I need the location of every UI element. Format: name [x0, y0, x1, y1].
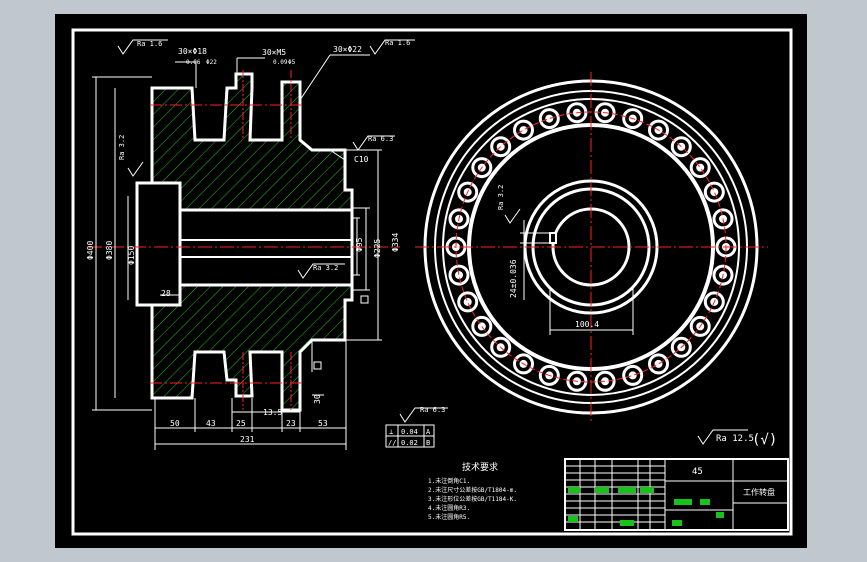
drawing-border	[71, 28, 793, 536]
diameter-95: Φ95	[355, 237, 364, 252]
bolt-hole-core	[710, 188, 719, 197]
ra-top-left-label: Ra 1.6	[137, 40, 162, 48]
slot1-reference: Φ22	[206, 59, 217, 66]
bolt-hole-core	[477, 322, 486, 331]
slot2-reference: Φ5	[288, 59, 296, 66]
check-mark-symbol: (√)	[752, 432, 777, 448]
key-width-dimension: 24±0.036	[509, 259, 518, 298]
bolt-hole-core	[463, 297, 472, 306]
ra-face-label: Ra 6.3	[368, 135, 393, 143]
ra-general-label: Ra 12.5	[716, 434, 754, 444]
slot3-dimension: 30×Φ22	[333, 45, 362, 54]
diameter-380: Φ380	[105, 241, 114, 260]
note-line-2: 2.未注尺寸公差按GB/T1804-m.	[428, 486, 517, 494]
surface-finish-symbols	[117, 39, 748, 445]
dim-231: 231	[240, 435, 255, 444]
chamfer-label: C10	[354, 155, 369, 164]
bolt-hole-core	[455, 271, 463, 280]
slot1-tolerance: 0.06	[186, 59, 201, 66]
tol-row1-datum: A	[426, 428, 431, 436]
dim-23: 23	[286, 419, 296, 428]
note-line-3: 3.未注形位公差按GB/T1184-K.	[428, 495, 517, 503]
tol-row2-datum: B	[426, 439, 430, 447]
note-line-4: 4.未注圆角R3.	[428, 504, 470, 512]
section-view	[88, 70, 400, 412]
lower-section-half	[135, 283, 354, 412]
tol-row2-value: 0.02	[401, 439, 418, 447]
ra-bottom-label: Ra 6.3	[420, 406, 445, 414]
bolt-hole-core	[628, 371, 637, 380]
technical-notes: 技术要求 1.未注倒角C1. 2.未注尺寸公差按GB/T1804-m. 3.未注…	[428, 461, 517, 521]
title-block: 45 工作转盘	[564, 458, 789, 531]
dim-30: 30	[313, 394, 322, 404]
left-recess	[135, 181, 182, 307]
slot2-dimension: 30×M5	[262, 48, 286, 57]
bolt-hole-core	[545, 114, 554, 123]
dim-53: 53	[318, 419, 328, 428]
bolt-hole-core	[654, 359, 663, 368]
diameter-150: Φ150	[127, 246, 136, 265]
bolt-hole-core	[519, 126, 528, 135]
part-name-label: 工作转盘	[743, 487, 775, 497]
material-label: 45	[692, 467, 703, 477]
slot1-dimension: 30×Φ18	[178, 47, 207, 56]
ra-bore-label: Ra 3.2	[313, 264, 338, 272]
tol-row1-symbol: ⊥	[389, 428, 393, 436]
section-dimension-lines	[92, 54, 382, 450]
bolt-hole-core	[601, 377, 610, 386]
note-line-5: 5.未注圆角R5.	[428, 513, 470, 521]
diameter-225: Φ225	[373, 239, 382, 258]
notes-title: 技术要求	[462, 461, 498, 473]
note-line-1: 1.未注倒角C1.	[428, 477, 470, 485]
diameter-334: Φ334	[391, 233, 400, 252]
ra-keyway-label: Ra 3.2	[497, 185, 505, 210]
tolerance-frame: ⊥ 0.04 A // 0.02 B	[385, 424, 435, 448]
ra-left-label: Ra 3.2	[118, 135, 126, 160]
diameter-400: Φ400	[86, 241, 95, 260]
dim-43: 43	[206, 419, 216, 428]
dim-13-5: 13.5	[263, 408, 282, 417]
end-view-dimension-lines	[520, 220, 634, 335]
bolt-hole-core	[696, 163, 705, 172]
tol-row2-symbol: //	[388, 439, 396, 447]
slot2-tolerance: 0.09	[273, 59, 288, 66]
dim-50: 50	[170, 419, 180, 428]
dim-28: 28	[161, 289, 171, 298]
ra-top-right-label: Ra 1.6	[385, 39, 410, 47]
tol-row1-value: 0.04	[401, 428, 418, 436]
end-view	[415, 72, 768, 424]
bore-width-dimension: 100.4	[575, 320, 599, 329]
dim-25: 25	[236, 419, 246, 428]
